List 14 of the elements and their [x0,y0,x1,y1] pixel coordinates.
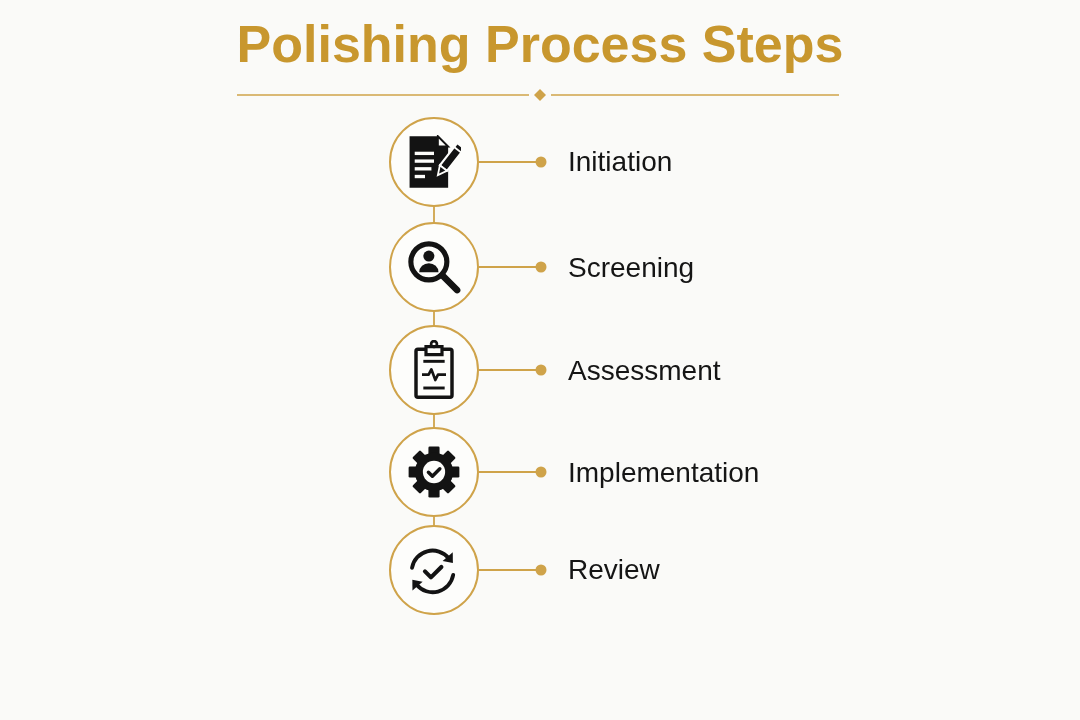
step-label: Review [568,553,660,587]
connector-line [478,364,547,376]
step-label: Screening [568,251,695,285]
connector-line [433,414,435,428]
connector-line [433,516,435,526]
connector-line [433,311,435,326]
connector-line [478,156,547,168]
connector-line [433,206,435,223]
step-label: Assessment [568,354,721,388]
step-label: Implementation [568,456,760,490]
step-label: Initiation [568,145,673,179]
connector-line [478,564,547,576]
connector-line [478,466,547,478]
connector-line [478,261,547,273]
